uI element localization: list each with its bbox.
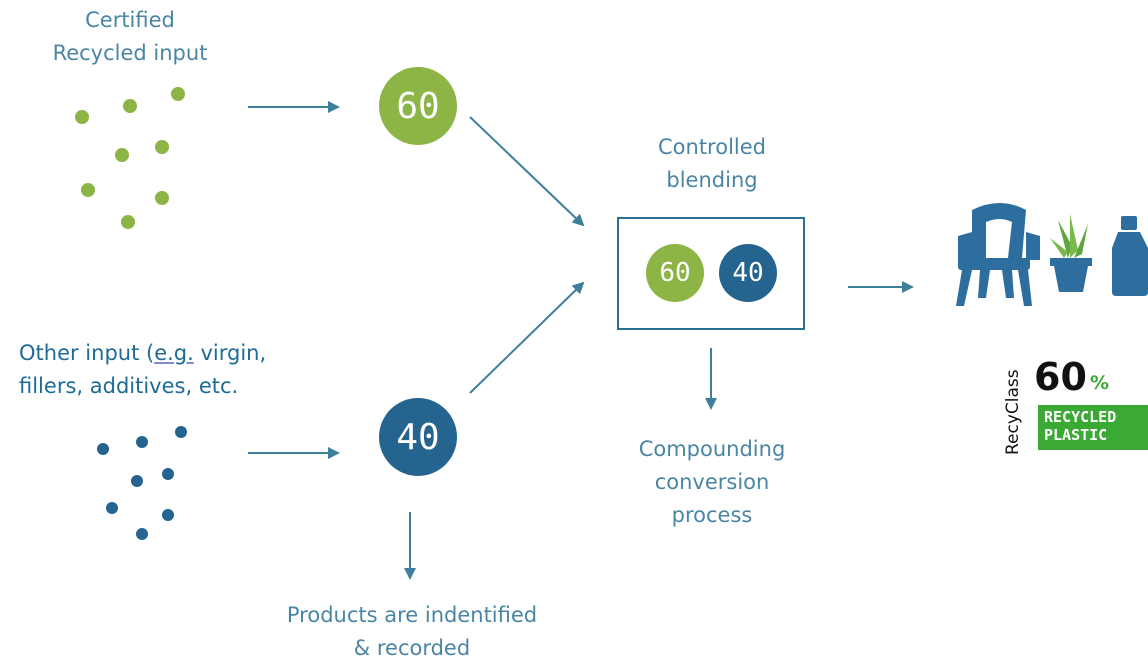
compounding-label-line1: Compounding: [638, 437, 786, 461]
recyclass-brand: RecyClass: [1003, 369, 1023, 455]
arrow-60-to-blending: [469, 116, 585, 227]
other-input-dots: [97, 426, 187, 540]
other-label-eg: e.g.: [154, 341, 194, 365]
recycled-share-circle: 60: [379, 67, 457, 145]
other-label-line2: fillers, additives, etc.: [19, 374, 239, 398]
recycled-input-dots: [75, 87, 185, 229]
certified-label-line1: Certified: [85, 8, 175, 32]
potted-plant-icon: [1050, 214, 1092, 292]
recyclass-percent-sign: %: [1090, 372, 1110, 394]
chair-icon: [956, 203, 1040, 306]
compounding-label-line2: conversion: [654, 470, 770, 494]
other-label-line1: Other input (e.g. virgin,: [19, 337, 266, 370]
recycled-plastic-box: RECYCLED PLASTIC: [1038, 405, 1148, 450]
bottle-icon: [1112, 216, 1148, 296]
badge-line2: PLASTIC: [1044, 426, 1108, 444]
compounding-label: Compounding conversion process: [612, 433, 812, 532]
other-label-suffix: virgin,: [193, 341, 267, 365]
products-label-line1: Products are indentified: [286, 603, 538, 627]
blend-other-circle: 40: [719, 244, 777, 302]
blend-recycled-circle: 60: [646, 244, 704, 302]
other-label-prefix: Other input (: [19, 341, 155, 365]
certified-label-line2: Recycled input: [52, 41, 208, 65]
arrow-40-to-blending: [469, 281, 585, 394]
badge-line1: RECYCLED: [1044, 408, 1117, 426]
other-input-label: Other input (e.g. virgin, fillers, addit…: [19, 337, 266, 403]
blending-box: [617, 217, 805, 330]
certified-input-label: Certified Recycled input: [40, 4, 220, 70]
controlled-blending-label: Controlled blending: [622, 131, 802, 197]
compounding-label-line3: process: [671, 503, 753, 527]
products-identified-label: Products are indentified & recorded: [262, 599, 562, 665]
blending-label-line1: Controlled: [658, 135, 766, 159]
blending-label-line2: blending: [666, 168, 758, 192]
recyclass-percent: 60: [1034, 355, 1087, 399]
products-label-line2: & recorded: [353, 636, 471, 660]
other-share-circle: 40: [379, 398, 457, 476]
